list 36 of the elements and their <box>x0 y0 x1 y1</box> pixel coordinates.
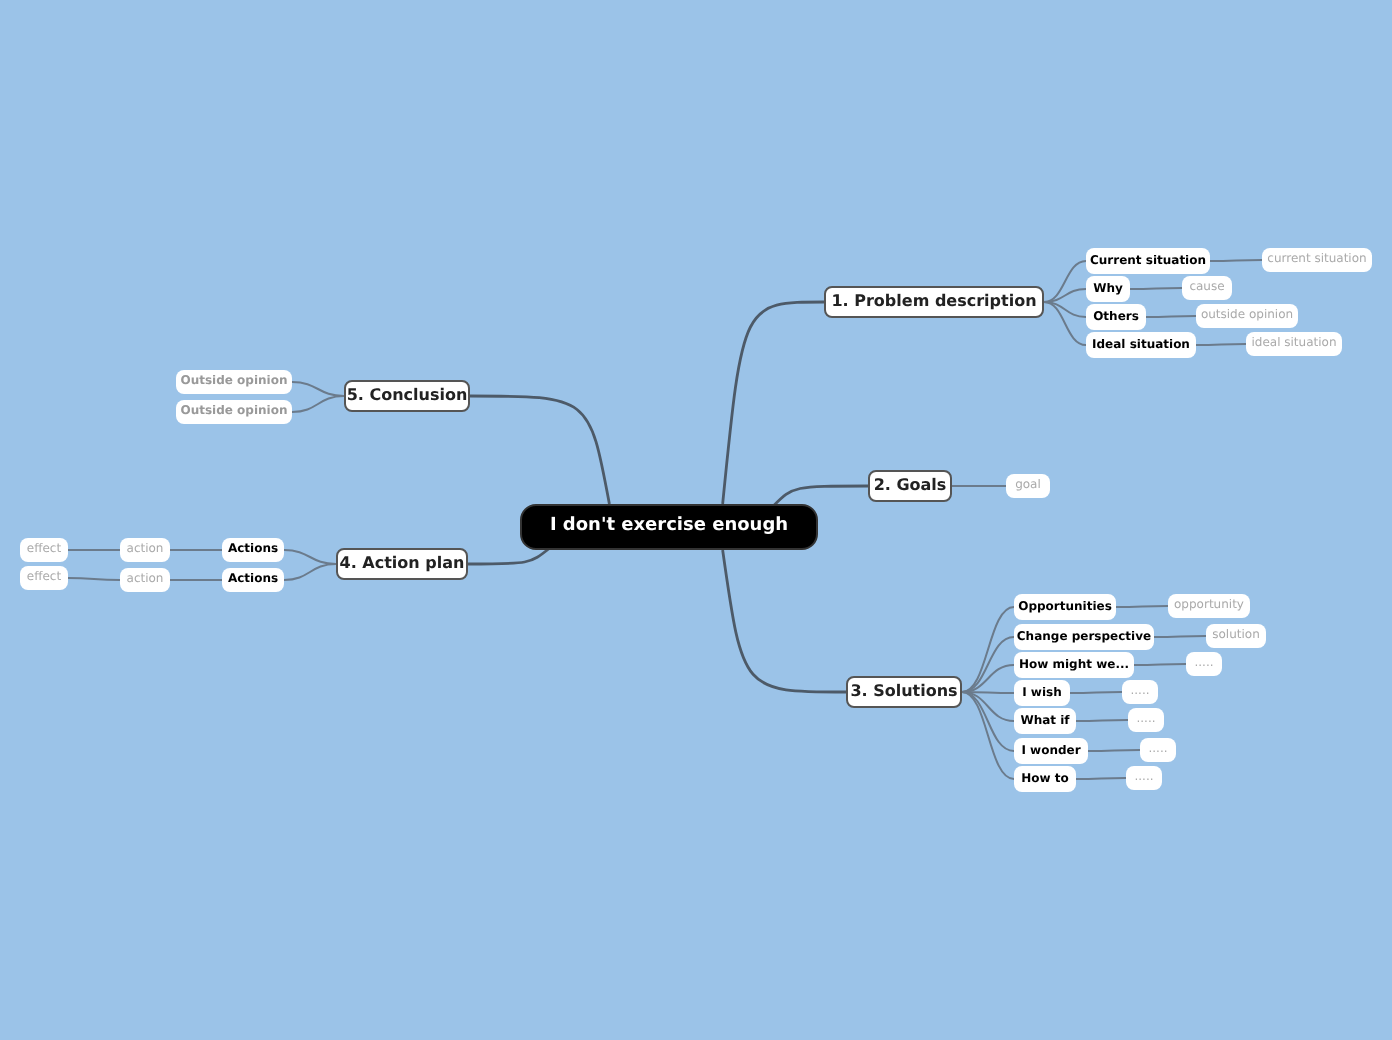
connector-line <box>67 577 121 581</box>
connector-line <box>169 579 223 581</box>
main-topic: 4. Action plan <box>336 548 468 580</box>
connector-line <box>470 394 611 505</box>
connector-line <box>1153 635 1207 638</box>
central-topic: I don't exercise enough <box>520 504 818 550</box>
main-topic: 2. Goals <box>868 470 952 502</box>
connector-line <box>1195 343 1247 346</box>
connector-line <box>1043 301 1087 346</box>
connector-line <box>1087 749 1141 752</box>
connector-line <box>721 300 824 505</box>
main-topic: 5. Conclusion <box>344 380 470 412</box>
connector-line <box>721 549 846 694</box>
main-topic: 1. Problem description <box>824 286 1044 318</box>
connector-line <box>1043 301 1087 318</box>
connector-line <box>1075 719 1129 722</box>
connector-line <box>1043 260 1087 303</box>
connector-line <box>1129 287 1183 290</box>
connector-line <box>1209 259 1263 262</box>
connector-line <box>772 484 868 507</box>
connector-line <box>1069 691 1123 694</box>
connector-line <box>169 549 223 551</box>
connector-line <box>1115 605 1169 608</box>
connector-line <box>961 691 1015 752</box>
connector-line <box>1075 777 1127 780</box>
connector-line <box>291 395 345 413</box>
connector-line <box>961 636 1015 693</box>
connector-line <box>961 691 1015 780</box>
connector-line <box>961 606 1015 693</box>
connector-line <box>1133 663 1187 666</box>
main-topic: 3. Solutions <box>846 676 962 708</box>
connector-line <box>951 485 1007 487</box>
connector-line <box>67 549 121 551</box>
connector-line <box>468 546 551 566</box>
connector-line <box>283 563 337 581</box>
connector-line <box>1145 315 1197 318</box>
